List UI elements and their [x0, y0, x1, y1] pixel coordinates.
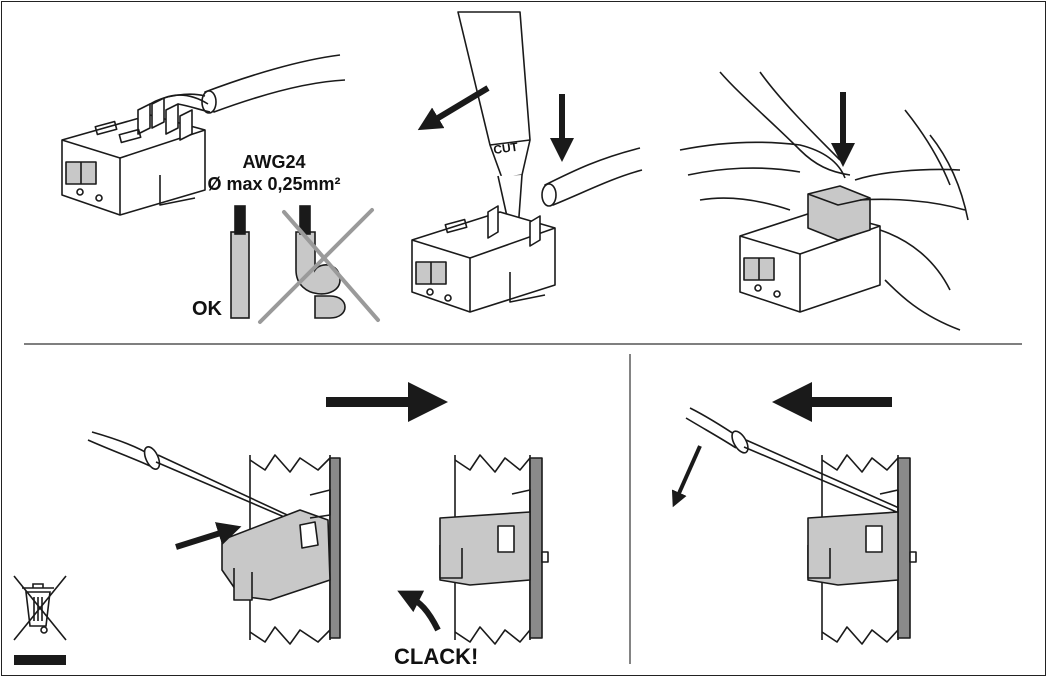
ok-label: OK — [192, 298, 223, 320]
panel-mount-snapped — [439, 454, 549, 645]
wire-diameter-label: Ø max 0,25mm² — [207, 174, 340, 194]
panel-punch-down — [411, 11, 643, 313]
release-arrow — [671, 445, 702, 508]
wrong-cross-icon — [258, 208, 380, 324]
wire-gauge-label: AWG24 — [242, 152, 305, 172]
snap-curved-arrow — [397, 590, 441, 632]
panel-keystone-wired — [61, 54, 346, 216]
insert-arrow — [175, 522, 242, 550]
weee-bar-icon — [14, 655, 66, 665]
panel-press-cap — [679, 71, 969, 331]
pull-out-arrow — [417, 85, 490, 131]
tool-cut-label: CUT — [492, 140, 519, 157]
correct-wire-illustration — [230, 205, 250, 319]
panel-remove — [685, 407, 917, 645]
panel-mount-insert — [87, 431, 341, 645]
weee-bin-icon — [13, 575, 67, 641]
clack-label: CLACK! — [394, 644, 478, 669]
incorrect-wire-illustration — [295, 205, 346, 319]
